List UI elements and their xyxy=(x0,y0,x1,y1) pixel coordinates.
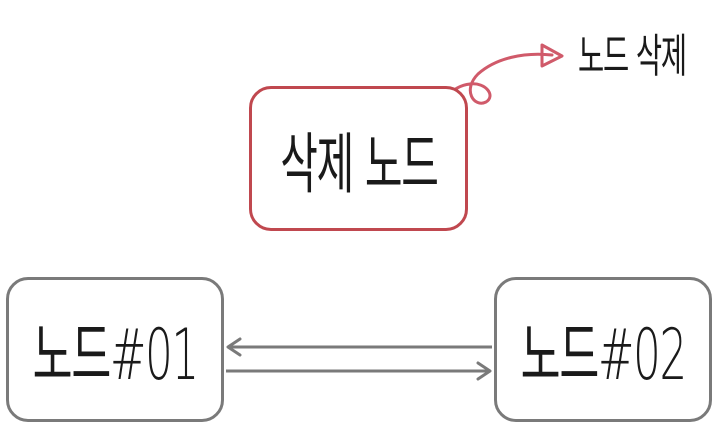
annotation-label: 노드 삭제 xyxy=(578,18,718,88)
node-02-label: 노드#02 xyxy=(520,314,686,396)
edge-n02-to-n01-arrowhead xyxy=(226,337,242,357)
annotation-text: 노드 삭제 xyxy=(578,29,687,83)
node-02[interactable]: 노드#02 xyxy=(494,277,712,422)
node-01[interactable]: 노드#01 xyxy=(6,277,224,422)
node-01-label: 노드#01 xyxy=(32,314,198,396)
edge-n01-to-n02-arrowhead xyxy=(476,361,492,381)
node-delete[interactable]: 삭제 노드 xyxy=(249,86,468,231)
annotation-arrowhead xyxy=(540,43,564,68)
node-delete-label: 삭제 노드 xyxy=(279,125,439,203)
